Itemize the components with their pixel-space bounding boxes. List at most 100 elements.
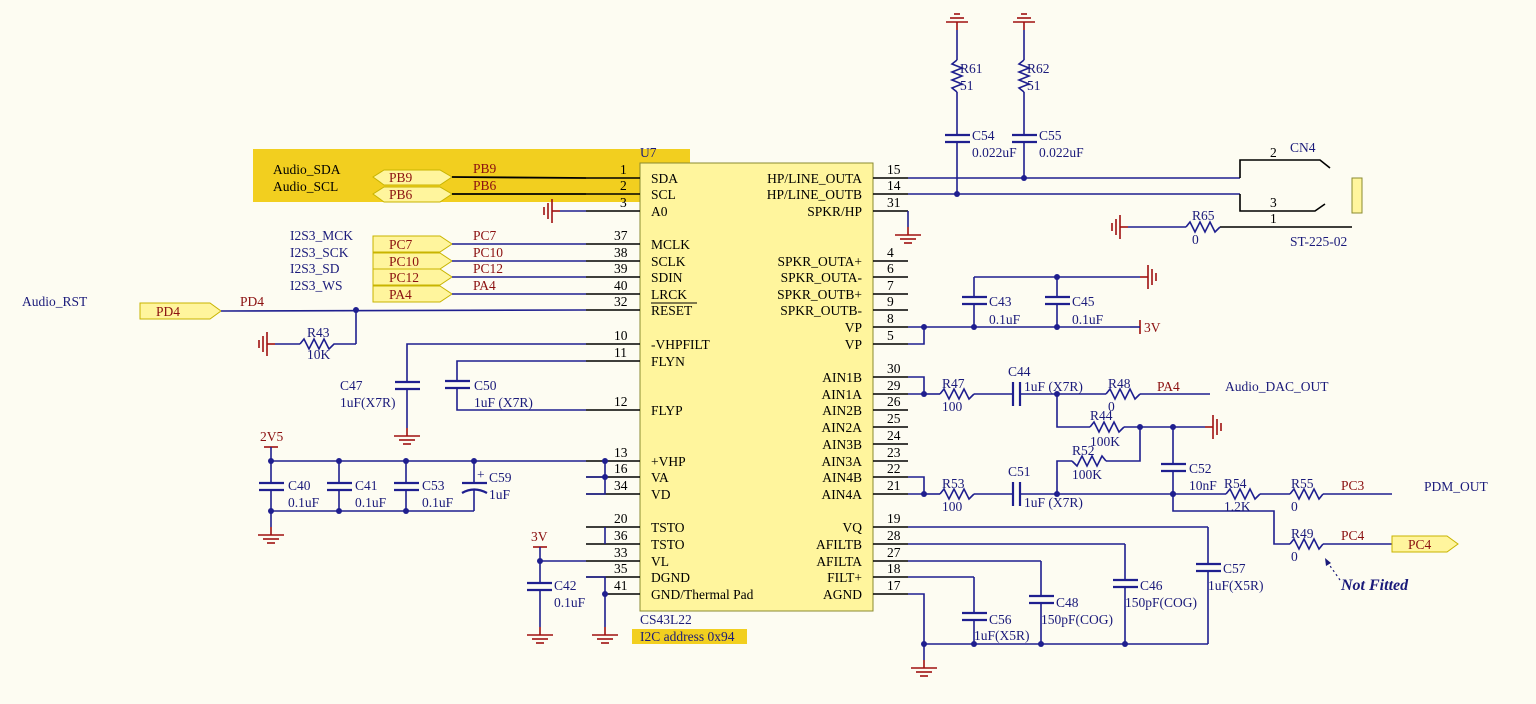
cn4-pin1: 1 — [1270, 211, 1277, 226]
c45-val: 0.1uF — [1072, 312, 1104, 327]
i2s-ws-label: I2S3_WS — [290, 278, 343, 293]
pin-name: LRCK — [651, 287, 687, 302]
pin-name: A0 — [651, 204, 668, 219]
c51-ref: C51 — [1008, 464, 1031, 479]
pin-num: 31 — [887, 195, 901, 210]
c53-val: 0.1uF — [422, 495, 454, 510]
pin-num: 12 — [614, 394, 628, 409]
c42-ref: C42 — [554, 578, 577, 593]
i2s-mck-label: I2S3_MCK — [290, 228, 353, 243]
pin-num: 27 — [887, 545, 901, 560]
pin-name: VL — [651, 554, 669, 569]
r47-ref: R47 — [942, 376, 965, 391]
port-pb6-label: PB6 — [389, 187, 413, 202]
r55-ref: R55 — [1291, 476, 1314, 491]
port-pc12 — [372, 268, 453, 286]
pin-name: SPKR_OUTA+ — [777, 254, 862, 269]
net-pc4: PC4 — [1341, 528, 1365, 543]
pin-num: 39 — [614, 261, 628, 276]
i2s-sck-label: I2S3_SCK — [290, 245, 349, 260]
c57-ref: C57 — [1223, 561, 1246, 576]
c59-val: 1uF — [489, 487, 511, 502]
chip-ref: U7 — [640, 145, 657, 160]
c46-val: 150pF(COG) — [1125, 595, 1197, 610]
c53-ref: C53 — [422, 478, 445, 493]
pin-num: 24 — [887, 428, 901, 443]
pin-name: AIN2A — [822, 420, 863, 435]
port-pa4-label: PA4 — [389, 287, 412, 302]
pin-name: DGND — [651, 570, 690, 585]
net-pc7: PC7 — [473, 228, 497, 243]
r61-val: 51 — [960, 78, 974, 93]
c47-val: 1uF(X7R) — [340, 395, 396, 410]
pin-name: MCLK — [651, 237, 690, 252]
pin-name: SCLK — [651, 254, 686, 269]
port-pd4-label: PD4 — [156, 304, 180, 319]
pin-num: 6 — [887, 261, 894, 276]
pin-name: TSTO — [651, 537, 685, 552]
pin-num: 2 — [620, 178, 627, 193]
c52-val: 10nF — [1189, 478, 1217, 493]
port-pb9-label: PB9 — [389, 170, 413, 185]
r49-val: 0 — [1291, 549, 1298, 564]
decoupling-caps: + — [259, 458, 488, 527]
pin-num: 18 — [887, 561, 901, 576]
pin-num: 10 — [614, 328, 628, 343]
pin-num: 25 — [887, 411, 901, 426]
pin-num: 35 — [614, 561, 628, 576]
pin-num: 30 — [887, 361, 901, 376]
pdm-out-label: PDM_OUT — [1424, 479, 1489, 494]
pin-num: 16 — [614, 461, 628, 476]
c40-val: 0.1uF — [288, 495, 320, 510]
pin-name: VD — [651, 487, 671, 502]
r65-ref: R65 — [1192, 208, 1215, 223]
r44-ref: R44 — [1090, 408, 1113, 423]
i2s-sd-label: I2S3_SD — [290, 261, 340, 276]
c48-val: 150pF(COG) — [1041, 612, 1113, 627]
port-pd4 — [139, 302, 222, 320]
port-pa4 — [372, 285, 453, 303]
pin-num: 37 — [614, 228, 628, 243]
r65-val: 0 — [1192, 232, 1199, 247]
r48-ref: R48 — [1108, 376, 1131, 391]
pin-name: HP/LINE_OUTA — [767, 171, 862, 186]
r43-ref: R43 — [307, 325, 330, 340]
c51-val: 1uF (X7R) — [1024, 495, 1083, 510]
c56-val: 1uF(X5R) — [974, 628, 1030, 643]
pin-name: AFILTB — [816, 537, 862, 552]
not-fitted-label: Not Fitted — [1340, 577, 1409, 594]
r55-val: 0 — [1291, 499, 1298, 514]
audio-dac-out-label: Audio_DAC_OUT — [1225, 379, 1329, 394]
c45-ref: C45 — [1072, 294, 1095, 309]
pin-num: 36 — [614, 528, 628, 543]
cn4-jack — [1220, 159, 1363, 228]
pin-name: AIN1B — [822, 370, 862, 385]
pin-num: 19 — [887, 511, 901, 526]
r47-val: 100 — [942, 399, 963, 414]
pin-num: 26 — [887, 394, 901, 409]
pin-num: 7 — [887, 278, 894, 293]
c41-ref: C41 — [355, 478, 378, 493]
pin-num: 13 — [614, 445, 628, 460]
cn4-pin3: 3 — [1270, 195, 1277, 210]
port-pc7 — [372, 235, 453, 253]
net-pc10: PC10 — [473, 245, 503, 260]
pin-name: SDIN — [651, 270, 683, 285]
pin-name: SCL — [651, 187, 676, 202]
c43-val: 0.1uF — [989, 312, 1021, 327]
net-pc12: PC12 — [473, 261, 503, 276]
pin-name: RESET — [651, 303, 693, 318]
r43-val: 10K — [307, 347, 331, 362]
r53-ref: R53 — [942, 476, 965, 491]
cn4-val: ST-225-02 — [1290, 234, 1347, 249]
pin-name: -VHPFILT — [651, 337, 711, 352]
r54-val: 1.2K — [1224, 499, 1251, 514]
c40-ref: C40 — [288, 478, 311, 493]
pin-name: SPKR_OUTB- — [780, 303, 862, 318]
r62-ref: R62 — [1027, 61, 1050, 76]
r53-val: 100 — [942, 499, 963, 514]
pin-num: 1 — [620, 162, 627, 177]
c55-ref: C55 — [1039, 128, 1062, 143]
port-pc10 — [372, 252, 453, 270]
c56-ref: C56 — [989, 612, 1012, 627]
